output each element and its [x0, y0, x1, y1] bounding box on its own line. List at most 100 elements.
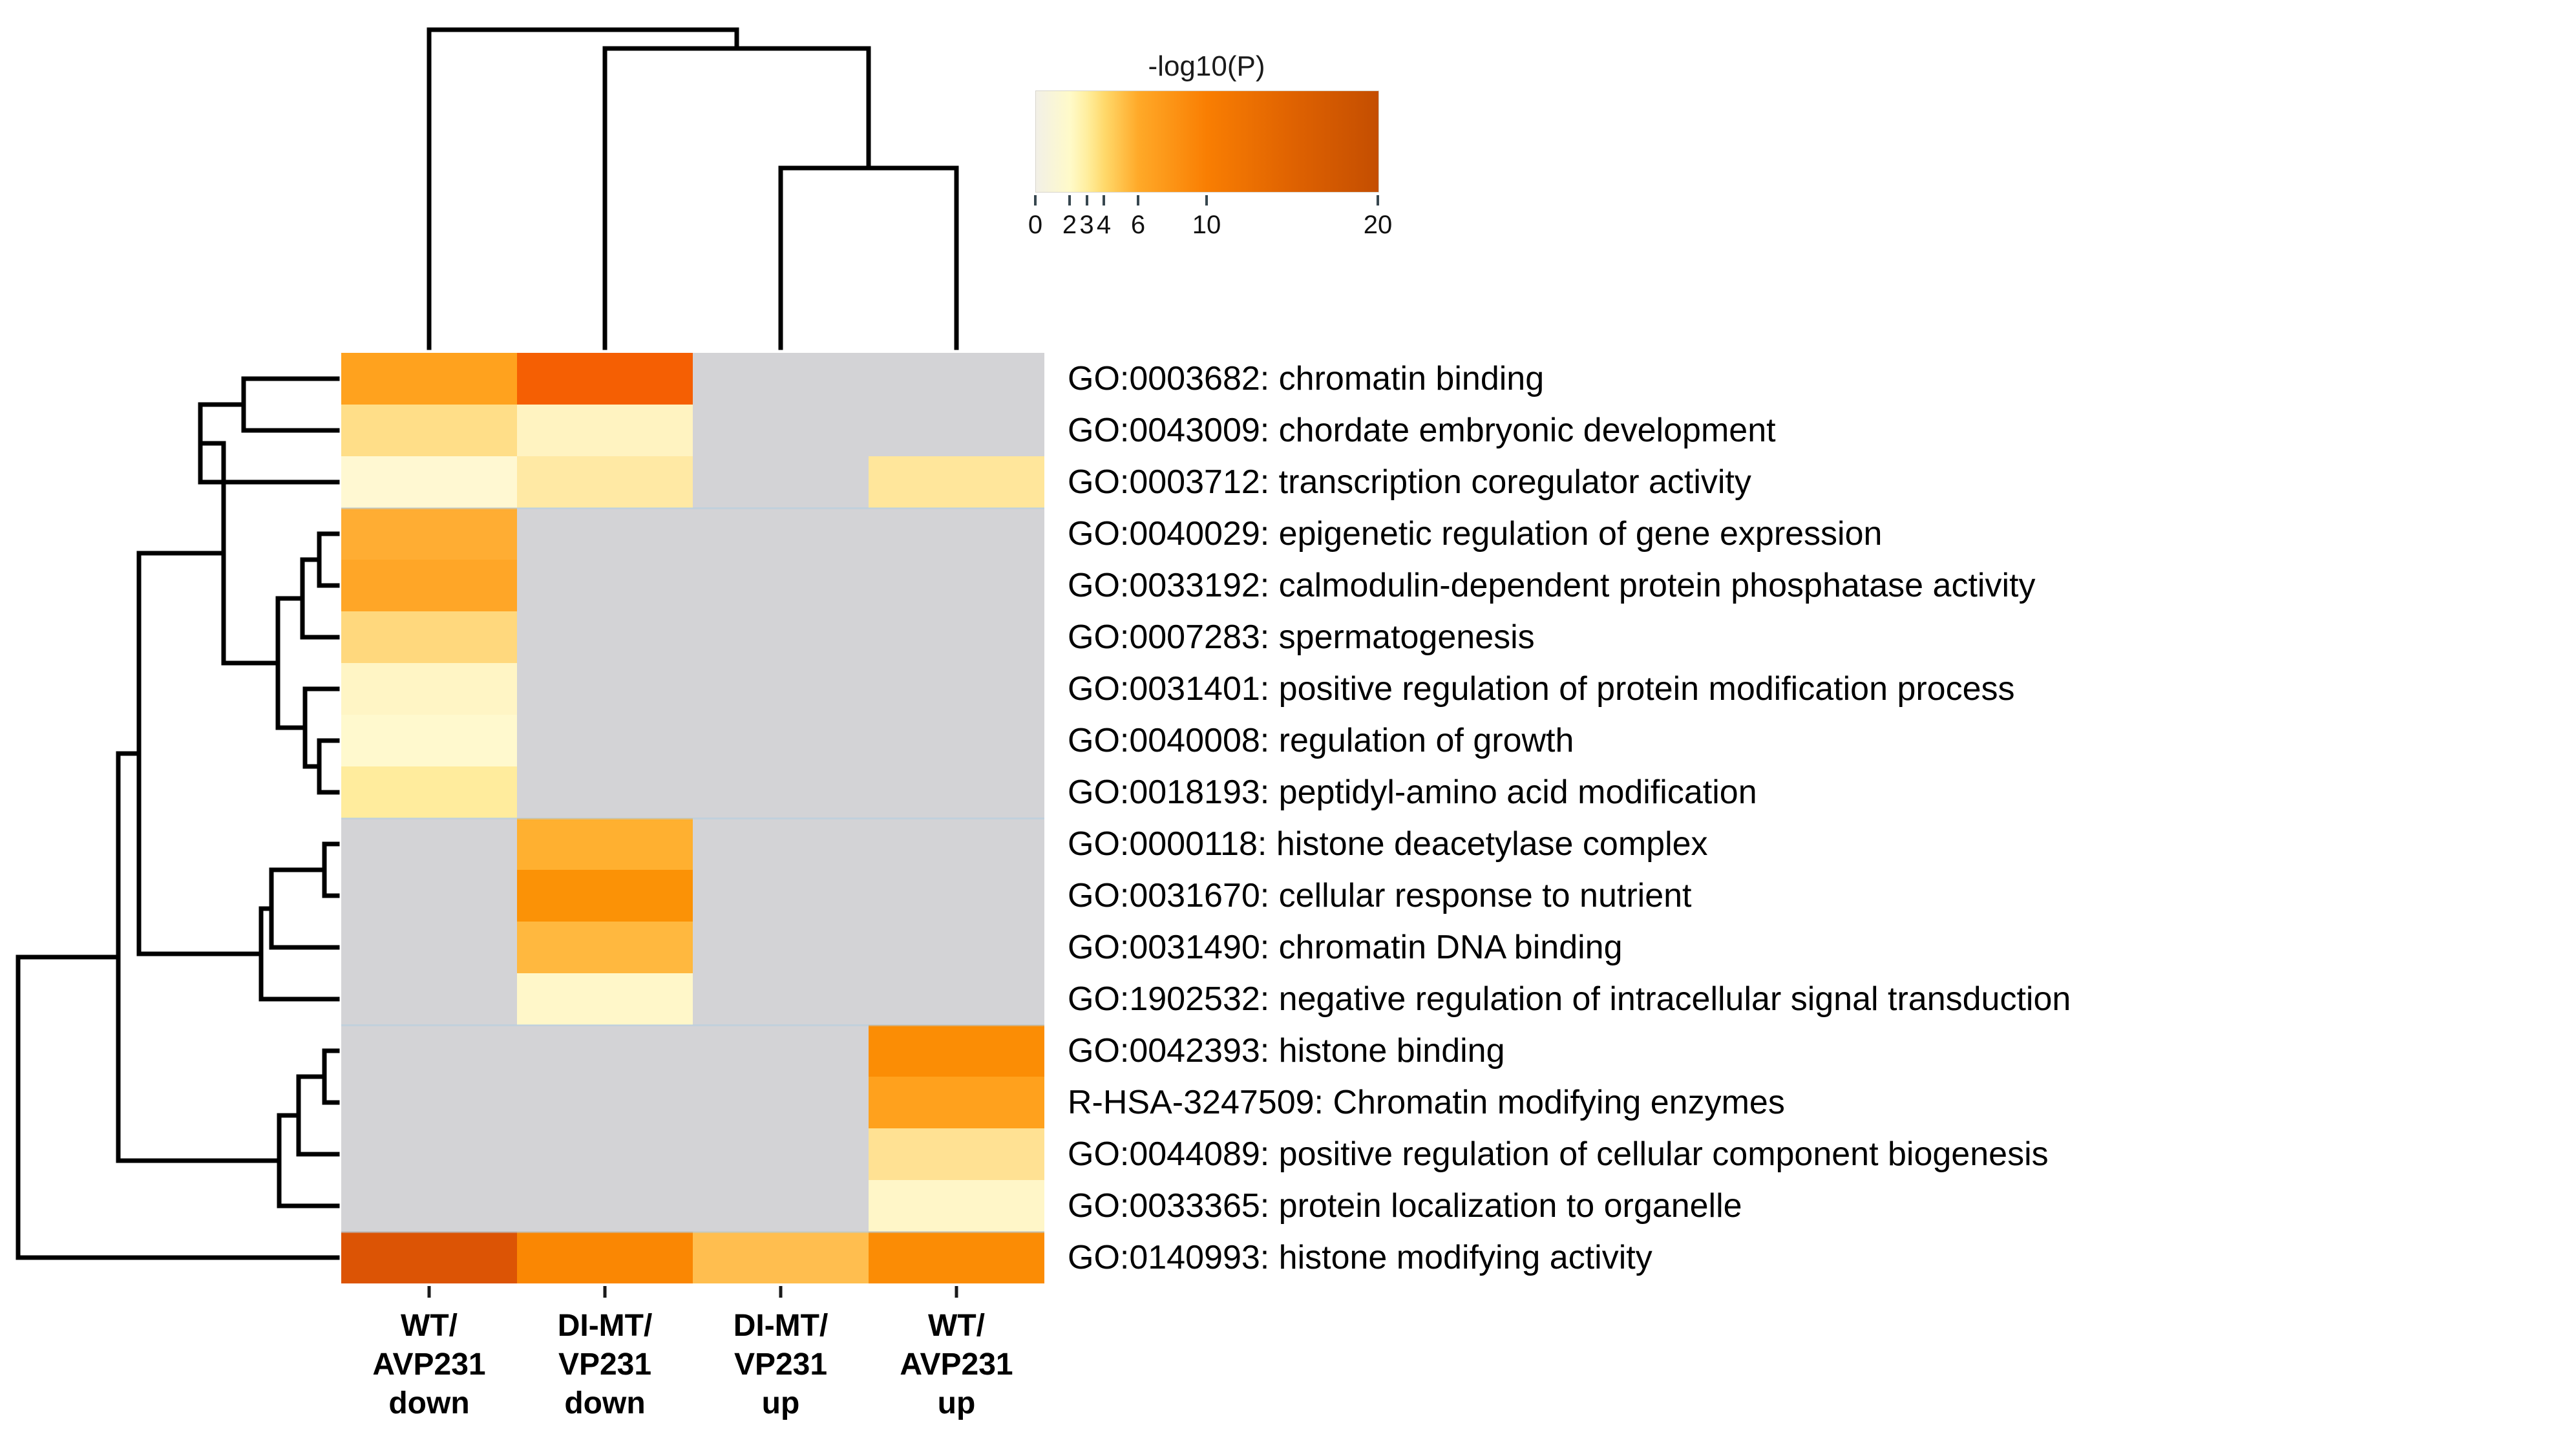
row-label: GO:0040008: regulation of growth: [1068, 722, 1574, 759]
heatmap-cell: [341, 715, 517, 766]
colorbar-tick: [1103, 195, 1105, 206]
row-label: GO:1902532: negative regulation of intra…: [1068, 980, 2071, 1018]
colorbar-tick: [1137, 195, 1139, 206]
heatmap-cell: [869, 715, 1044, 766]
heatmap-cell: [693, 766, 869, 818]
heatmap-cell: [869, 508, 1044, 560]
heatmap-cell: [693, 973, 869, 1025]
heatmap-cell: [693, 508, 869, 560]
row-label: GO:0044089: positive regulation of cellu…: [1068, 1135, 2049, 1173]
heatmap-cell: [693, 663, 869, 715]
row-label: GO:0003712: transcription coregulator ac…: [1068, 463, 1751, 501]
heatmap-cell: [869, 922, 1044, 973]
column-label: WT/ AVP231 up: [900, 1309, 1013, 1420]
colorbar-tick: [1068, 195, 1071, 206]
column-label: DI-MT/ VP231 up: [733, 1309, 829, 1420]
heatmap-cell: [517, 663, 693, 715]
heatmap-cell: [693, 1025, 869, 1077]
heatmap-cell: [341, 973, 517, 1025]
heatmap-cell: [869, 405, 1044, 456]
row-label: GO:0000118: histone deacetylase complex: [1068, 825, 1708, 863]
heatmap-cell: [517, 1180, 693, 1232]
row-label: GO:0031490: chromatin DNA binding: [1068, 929, 1623, 966]
heatmap-cell: [341, 766, 517, 818]
row-label: GO:0033365: protein localization to orga…: [1068, 1187, 1742, 1225]
heatmap-cell: [517, 715, 693, 766]
row-label: GO:0040029: epigenetic regulation of gen…: [1068, 515, 1883, 553]
heatmap-cell: [341, 870, 517, 922]
heatmap-cell: [693, 870, 869, 922]
heatmap-cell: [693, 922, 869, 973]
row-label: GO:0018193: peptidyl-amino acid modifica…: [1068, 774, 1757, 811]
column-tick: [955, 1286, 958, 1298]
heatmap-cell: [341, 1025, 517, 1077]
heatmap-cell: [693, 1128, 869, 1180]
heatmap-cell: [693, 1077, 869, 1128]
heatmap-grid: [341, 353, 1044, 1283]
heatmap-cell: [869, 663, 1044, 715]
heatmap-cell: [693, 456, 869, 508]
heatmap-cell: [517, 870, 693, 922]
heatmap-cell: [341, 508, 517, 560]
heatmap-cell: [341, 1128, 517, 1180]
column-label: DI-MT/ VP231 down: [557, 1309, 653, 1420]
heatmap-cell: [341, 405, 517, 456]
heatmap-cell: [869, 973, 1044, 1025]
heatmap-cell: [517, 973, 693, 1025]
row-label: GO:0031670: cellular response to nutrien…: [1068, 877, 1692, 914]
heatmap-cell: [869, 353, 1044, 405]
colorbar-tick-label: 2: [1062, 211, 1077, 239]
heatmap-cell: [517, 766, 693, 818]
heatmap-cell: [869, 1128, 1044, 1180]
colorbar-tick-label: 4: [1096, 211, 1112, 239]
heatmap-cell: [341, 1077, 517, 1128]
heatmap-cell: [517, 456, 693, 508]
heatmap-cell: [869, 611, 1044, 663]
heatmap-cell: [517, 560, 693, 611]
heatmap-cell: [693, 560, 869, 611]
heatmap-cell: [517, 818, 693, 870]
heatmap-cell: [517, 405, 693, 456]
colorbar-tick-label: 0: [1028, 211, 1043, 239]
heatmap-cell: [693, 818, 869, 870]
column-tick: [603, 1286, 607, 1298]
heatmap-cell: [517, 611, 693, 663]
row-label: GO:0033192: calmodulin-dependent protein…: [1068, 567, 2036, 604]
colorbar-tick-label: 3: [1079, 211, 1094, 239]
heatmap-cell: [869, 1077, 1044, 1128]
row-label: GO:0007283: spermatogenesis: [1068, 618, 1535, 656]
row-label: GO:0003682: chromatin binding: [1068, 360, 1545, 397]
colorbar-tick-label: 20: [1363, 211, 1393, 239]
cluster-block-separator: [341, 1024, 1044, 1026]
row-label: R-HSA-3247509: Chromatin modifying enzym…: [1068, 1084, 1785, 1121]
heatmap-cell: [517, 1025, 693, 1077]
heatmap-cell: [341, 818, 517, 870]
colorbar-gradient: [1035, 90, 1379, 193]
heatmap-cell: [869, 1180, 1044, 1232]
heatmap-cell: [869, 560, 1044, 611]
heatmap-cell: [869, 1025, 1044, 1077]
column-tick: [779, 1286, 783, 1298]
heatmap-cell: [341, 1180, 517, 1232]
row-label: GO:0031401: positive regulation of prote…: [1068, 670, 2015, 708]
heatmap-cell: [517, 1232, 693, 1283]
row-label: GO:0042393: histone binding: [1068, 1032, 1505, 1070]
column-tick: [427, 1286, 431, 1298]
heatmap-cell: [341, 663, 517, 715]
heatmap-cell: [693, 405, 869, 456]
heatmap-cell: [341, 353, 517, 405]
cluster-block-separator: [341, 507, 1044, 509]
heatmap-cell: [517, 1077, 693, 1128]
column-label: WT/ AVP231 down: [372, 1309, 486, 1420]
colorbar-tick: [1377, 195, 1379, 206]
heatmap-cell: [869, 766, 1044, 818]
heatmap-cell: [869, 870, 1044, 922]
colorbar-tick-label: 10: [1192, 211, 1221, 239]
colorbar-tick: [1034, 195, 1037, 206]
heatmap-cell: [341, 1232, 517, 1283]
heatmap-cell: [869, 456, 1044, 508]
cluster-block-separator: [341, 817, 1044, 819]
